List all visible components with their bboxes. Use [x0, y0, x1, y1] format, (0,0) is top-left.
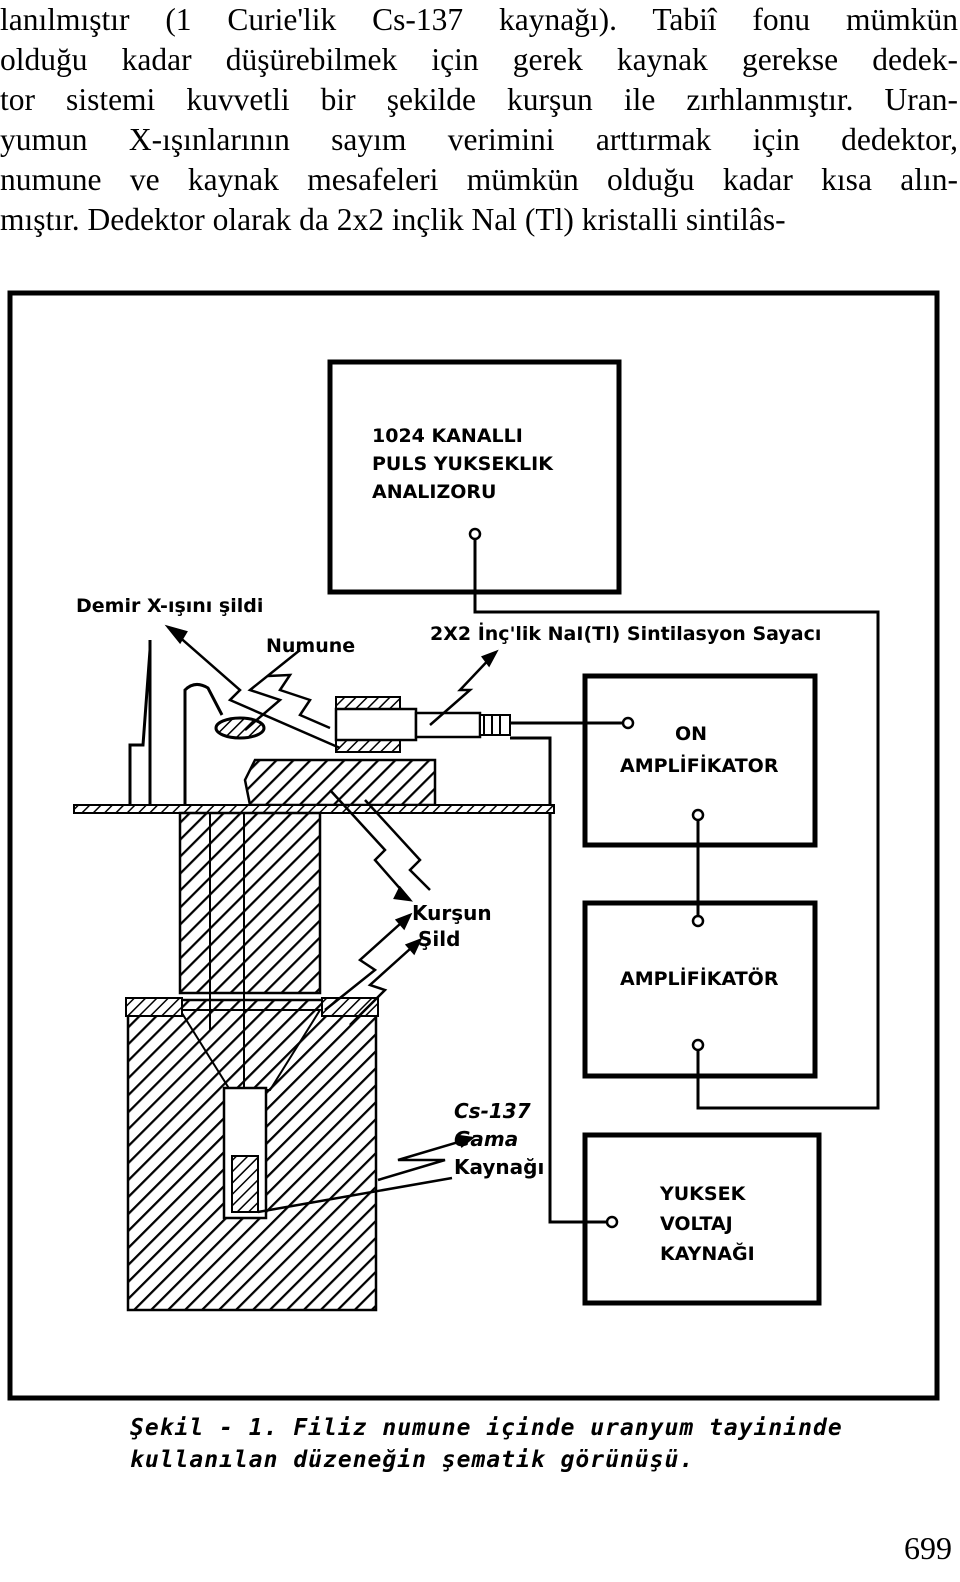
label-iron-shield: Demir X-ışını şildi: [76, 595, 263, 617]
wiring: [473, 539, 880, 1224]
text-line-5: numune ve kaynak mesafeleri mümkün olduğ…: [0, 162, 958, 197]
preamp-label-2: AMPLİFİKATOR: [620, 753, 779, 777]
text-line-4: yumun X-ışınlarının sayım verimini arttı…: [0, 122, 958, 157]
text-line-1: lanılmıştır (1 Curie'lik Cs-137 kaynağı)…: [0, 2, 958, 37]
sample-holder: [128, 640, 266, 805]
amp-box: AMPLİFİKATÖR: [582, 900, 818, 1079]
page-number: 699: [904, 1530, 952, 1566]
text-line-2: olduğu kadar düşürebilmek için gerek kay…: [0, 42, 958, 77]
figure-caption-line-2: kullanılan düzeneğin şematik görünüşü.: [130, 1447, 695, 1473]
figure-caption-line-1: Şekil - 1. Filiz numune içinde uranyum t…: [130, 1415, 843, 1441]
lead-shield: [125, 811, 379, 1312]
hv-box: YUKSEK VOLTAJ KAYNAĞI: [582, 1132, 822, 1306]
preamp-box: ON AMPLİFİKATOR: [582, 673, 818, 848]
label-source-3: Kaynağı: [454, 1155, 544, 1179]
figure-frame: [7, 290, 940, 1401]
text-line-3: tor sistemi kuvvetli bir şekilde kurşun …: [0, 82, 958, 117]
amp-label: AMPLİFİKATÖR: [620, 966, 779, 990]
schematic-figure: 1024 KANALLI PULS YUKSEKLIK ANALIZORU ON…: [7, 290, 940, 1401]
label-detector: 2X2 İnç'lik NaI(Tl) Sintilasyon Sayacı: [430, 621, 821, 645]
preamp-label-1: ON: [675, 723, 707, 745]
text-line-6: mıştır. Dedektor olarak da 2x2 inçlik Na…: [0, 202, 786, 237]
hv-label-2: VOLTAJ: [660, 1213, 733, 1235]
label-source-1: Cs-137: [454, 1099, 531, 1123]
label-lead-shield-1: Kurşun: [412, 901, 492, 925]
hv-label-3: KAYNAĞI: [660, 1241, 755, 1265]
detector-assembly: [334, 696, 511, 753]
analyzer-label-2: PULS YUKSEKLIK: [372, 453, 554, 475]
analyzer-label-3: ANALIZORU: [372, 481, 496, 503]
pointer-lines: [164, 624, 499, 1214]
label-sample: Numune: [266, 635, 355, 657]
sample-platform: [73, 758, 555, 814]
label-source-2: Gama: [454, 1127, 518, 1151]
label-lead-shield-2: Şild: [418, 927, 460, 951]
hv-label-1: YUKSEK: [659, 1183, 747, 1205]
analyzer-label-1: 1024 KANALLI: [372, 425, 523, 447]
